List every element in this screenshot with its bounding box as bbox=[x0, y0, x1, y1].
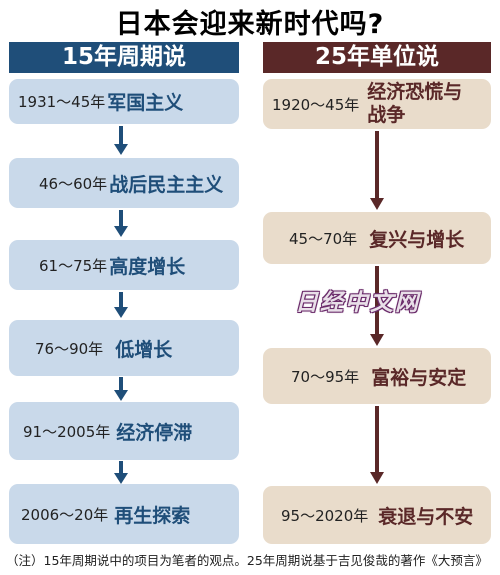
period-label: 再生探索 bbox=[114, 504, 191, 527]
left-column-header: 15年周期说 bbox=[9, 42, 239, 73]
period-years: 1920～45年 bbox=[272, 95, 360, 114]
left-period-6: 2006～20年 再生探索 bbox=[9, 484, 239, 544]
left-arrow-down-icon bbox=[114, 292, 128, 318]
right-period-3: 70～95年 富裕与安定 bbox=[263, 348, 491, 404]
right-arrow-down-icon bbox=[370, 266, 384, 346]
period-label: 富裕与安定 bbox=[371, 366, 467, 389]
period-label: 经济停滞 bbox=[116, 421, 193, 444]
left-period-4: 76～90年 低增长 bbox=[9, 320, 239, 376]
period-label: 经济恐慌与 bbox=[367, 81, 463, 103]
period-label: 高度增长 bbox=[109, 255, 186, 278]
right-column-header: 25年单位说 bbox=[263, 42, 491, 73]
right-arrow-down-icon bbox=[370, 406, 384, 484]
period-years: 76～90年 bbox=[35, 339, 104, 358]
period-label: 战争 bbox=[367, 104, 406, 126]
left-arrow-down-icon bbox=[114, 126, 128, 155]
left-arrow-down-icon bbox=[114, 377, 128, 401]
left-period-5: 91～2005年 经济停滞 bbox=[9, 402, 239, 460]
period-years: 95～2020年 bbox=[281, 506, 369, 525]
chart-title: 日本会迎来新时代吗? bbox=[115, 9, 385, 40]
period-years: 46～60年 bbox=[39, 174, 108, 193]
period-label: 战后民主主义 bbox=[109, 173, 224, 196]
period-label: 军国主义 bbox=[107, 92, 184, 114]
watermark: 日经中文网 bbox=[295, 290, 420, 316]
period-label-group: 经济恐慌与 战争 bbox=[367, 81, 462, 127]
footnote: （注）15年周期说中的项目为笔者的观点。25年周期说基于吉见俊哉的著作《大预言》 bbox=[6, 553, 488, 568]
left-period-1: 1931～45年 军国主义 bbox=[9, 79, 239, 124]
right-period-2: 45～70年 复兴与增长 bbox=[263, 212, 491, 264]
period-years: 2006～20年 bbox=[21, 505, 109, 524]
period-years: 1931～45年 bbox=[18, 93, 106, 111]
right-period-4: 95～2020年 衰退与不安 bbox=[263, 486, 491, 544]
period-years: 61～75年 bbox=[39, 256, 108, 275]
left-arrow-down-icon bbox=[114, 210, 128, 237]
left-period-3: 61～75年 高度增长 bbox=[9, 240, 239, 290]
period-label: 衰退与不安 bbox=[378, 505, 474, 528]
period-years: 70～95年 bbox=[291, 367, 360, 386]
left-period-2: 46～60年 战后民主主义 bbox=[9, 158, 239, 208]
period-years: 91～2005年 bbox=[23, 422, 111, 441]
period-years: 45～70年 bbox=[289, 229, 358, 248]
left-arrow-down-icon bbox=[114, 461, 128, 484]
period-label: 低增长 bbox=[115, 338, 173, 361]
right-period-1: 1920～45年 经济恐慌与 战争 bbox=[263, 79, 491, 129]
period-label: 复兴与增长 bbox=[369, 228, 465, 251]
right-arrow-down-icon bbox=[370, 131, 384, 210]
